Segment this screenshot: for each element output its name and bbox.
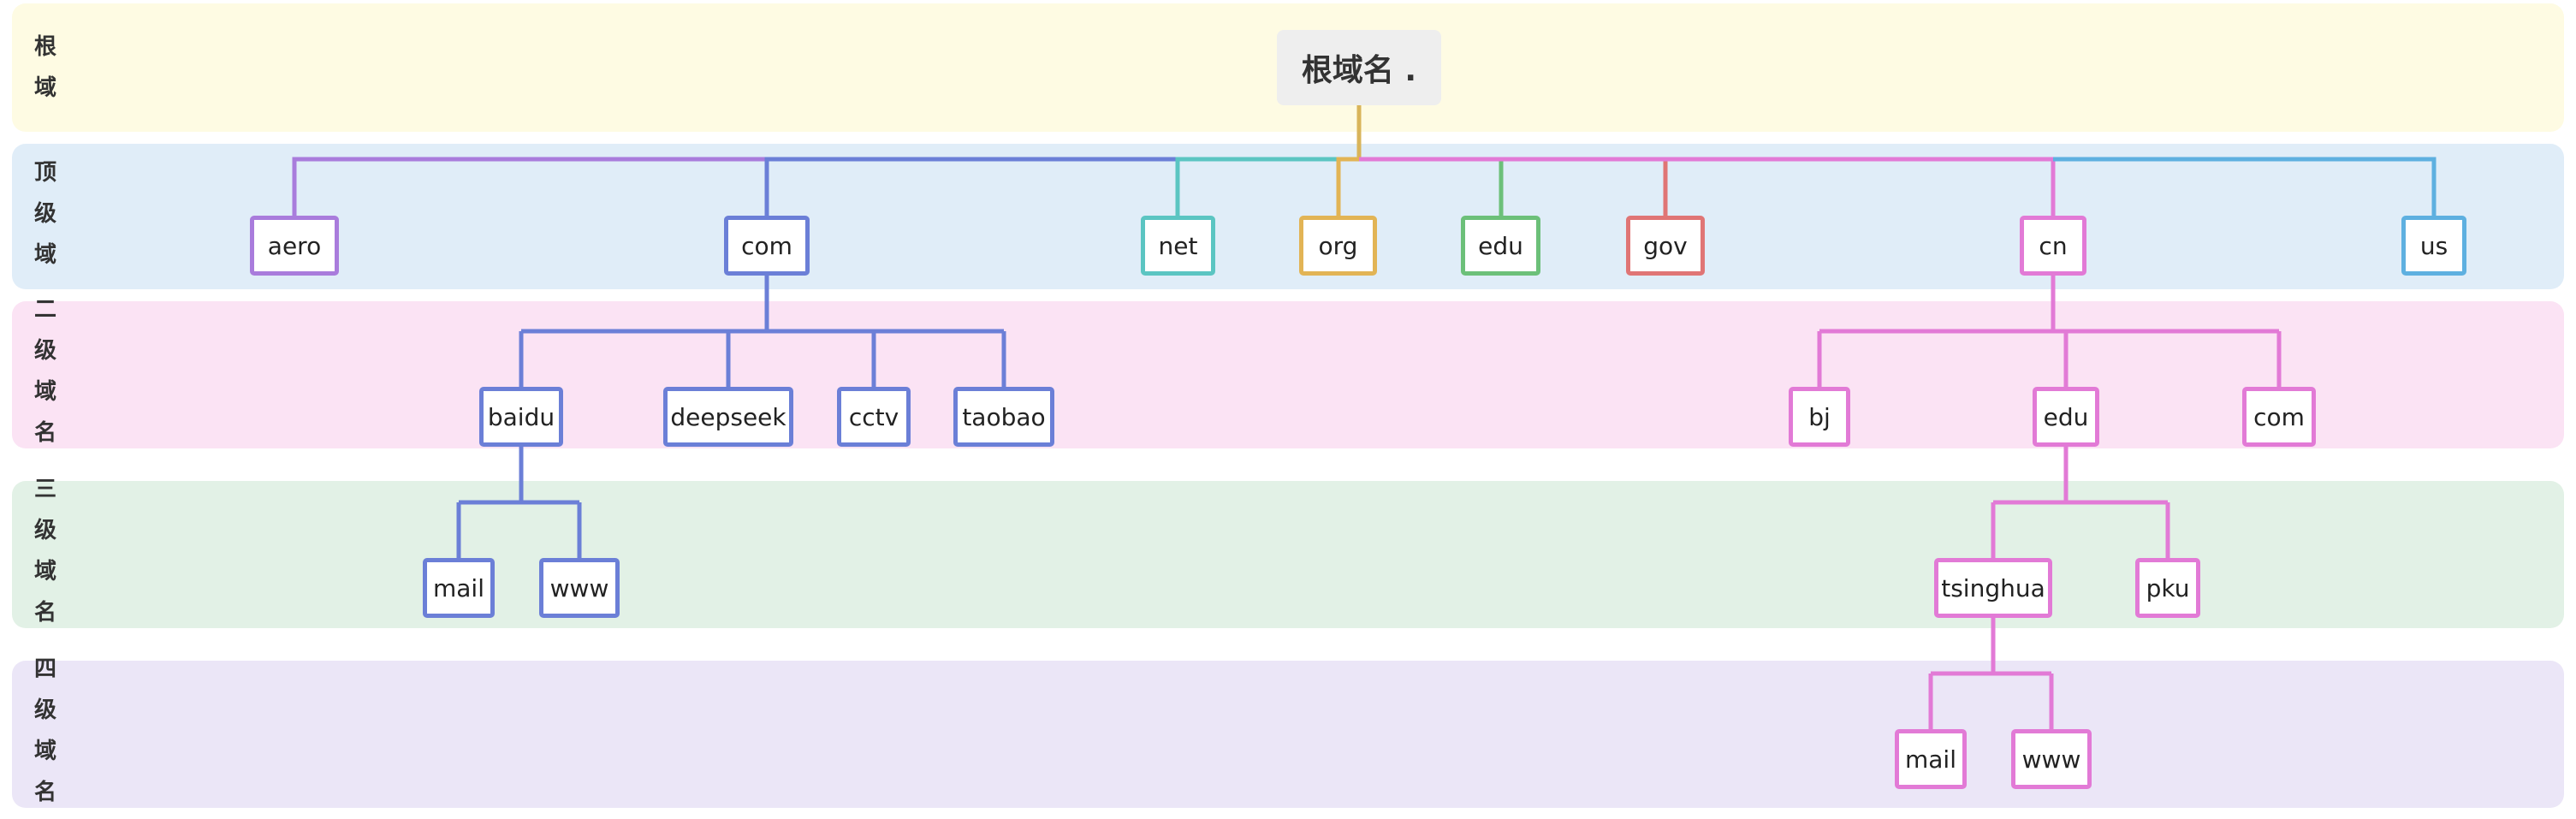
tld-node-com: com — [724, 216, 810, 276]
connector-edu — [1359, 157, 1504, 216]
tld-node-cn: cn — [2020, 216, 2086, 276]
tld-node-net: net — [1141, 216, 1215, 276]
label-second-level-domain: 二 级 域 名 — [33, 297, 56, 446]
sld-node-taobao: taobao — [953, 387, 1054, 447]
band-fourth-level-domain — [12, 661, 2564, 808]
connector-com — [764, 157, 1359, 216]
label-fourth-level-domain: 四 级 域 名 — [33, 656, 56, 805]
connector-org — [1336, 157, 1359, 216]
connector-gov — [1359, 157, 1668, 216]
label-root-domain: 根 域 — [33, 34, 56, 101]
connector-cn — [1359, 157, 2056, 216]
root-domain-node: 根域名 . — [1277, 30, 1441, 105]
sld-node-deepseek: deepseek — [663, 387, 793, 447]
tld-node-edu: edu — [1461, 216, 1540, 276]
sld-node-cn-com: com — [2242, 387, 2316, 447]
connector-us — [2053, 157, 2437, 216]
fourth-node-tsinghua-mail: mail — [1895, 729, 1967, 789]
tld-node-us: us — [2401, 216, 2466, 276]
tld-node-org: org — [1299, 216, 1377, 276]
third-node-baidu-www: www — [539, 558, 620, 618]
connector-net — [1175, 157, 1359, 216]
tld-node-gov: gov — [1626, 216, 1705, 276]
third-node-baidu-mail: mail — [423, 558, 495, 618]
band-second-level-domain — [12, 301, 2564, 448]
sld-node-baidu: baidu — [479, 387, 563, 447]
sld-node-cctv: cctv — [837, 387, 911, 447]
tld-node-aero: aero — [250, 216, 339, 276]
band-top-level-domain — [12, 144, 2564, 289]
sld-node-cn-edu: edu — [2033, 387, 2099, 447]
fourth-node-tsinghua-www: www — [2011, 729, 2092, 789]
connector-aero — [292, 157, 1359, 216]
third-node-tsinghua: tsinghua — [1934, 558, 2052, 618]
third-node-pku: pku — [2135, 558, 2200, 618]
label-top-level-domain: 顶 级 域 — [33, 160, 56, 268]
label-third-level-domain: 三 级 域 名 — [33, 477, 56, 626]
sld-node-bj: bj — [1789, 387, 1850, 447]
